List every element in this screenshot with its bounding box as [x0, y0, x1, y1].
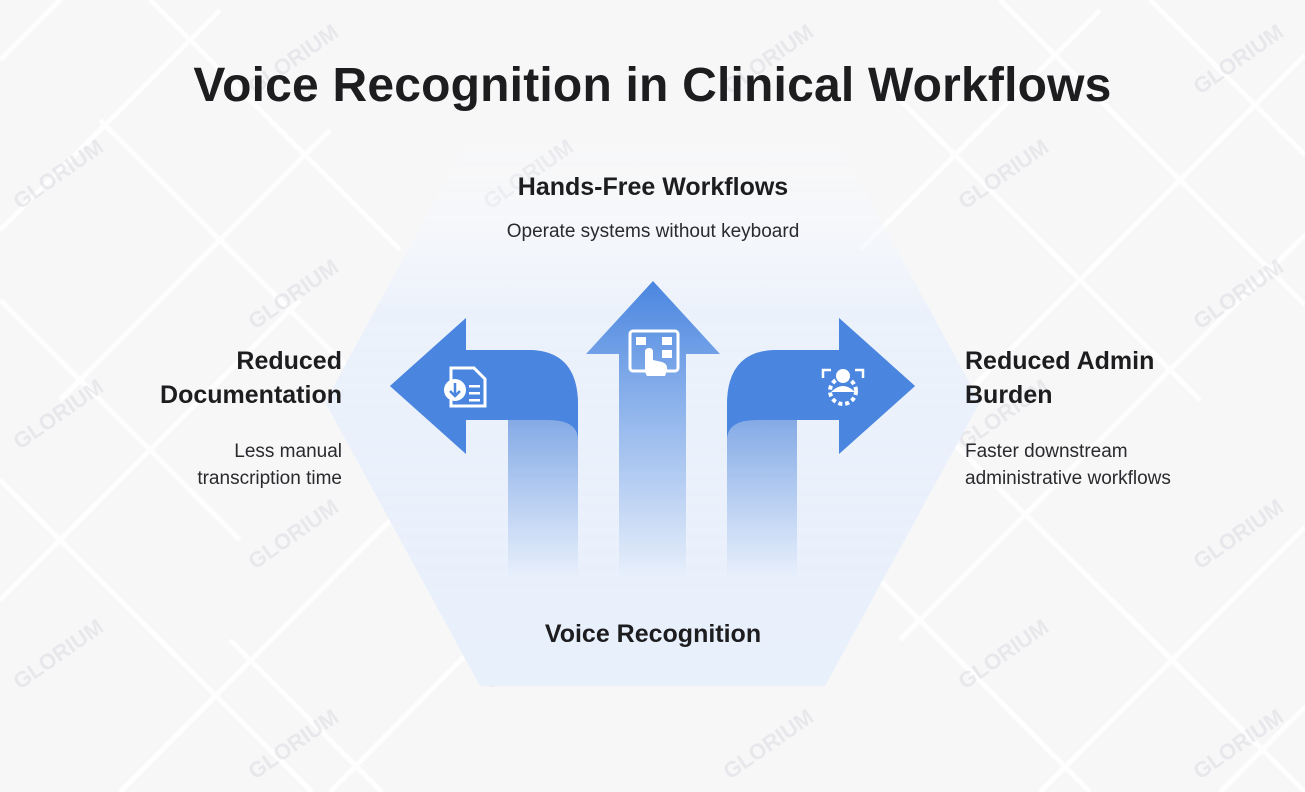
reduced-admin-block: Reduced Admin Burden Faster downstream a… [965, 344, 1265, 492]
reduced-admin-heading-line1: Reduced Admin [965, 347, 1155, 375]
hands-free-heading: Hands-Free Workflows [517, 173, 789, 201]
document-download-icon [444, 366, 487, 408]
center-arrow [586, 281, 720, 580]
reduced-documentation-heading-line2: Documentation [160, 381, 342, 409]
reduced-documentation-description-line1: Less manual [234, 441, 342, 462]
reduced-admin-description-line2: administrative workflows [965, 468, 1171, 489]
voice-recognition-label: Voice Recognition [544, 620, 762, 648]
reduced-documentation-heading-line1: Reduced [236, 347, 342, 375]
reduced-documentation-description-line2: transcription time [197, 468, 342, 489]
page-title: Voice Recognition in Clinical Workflows [193, 59, 1112, 112]
reduced-admin-heading-line2: Burden [965, 381, 1053, 409]
reduced-documentation-block: Reduced Documentation Less manual transc… [60, 344, 342, 492]
hands-free-description: Operate systems without keyboard [506, 221, 800, 242]
user-gear-icon [821, 368, 865, 406]
reduced-admin-description-line1: Faster downstream [965, 441, 1128, 462]
hands-free-block: Hands-Free Workflows Operate systems wit… [403, 170, 903, 245]
right-arrow [727, 318, 915, 580]
touch-screen-icon [628, 329, 680, 376]
